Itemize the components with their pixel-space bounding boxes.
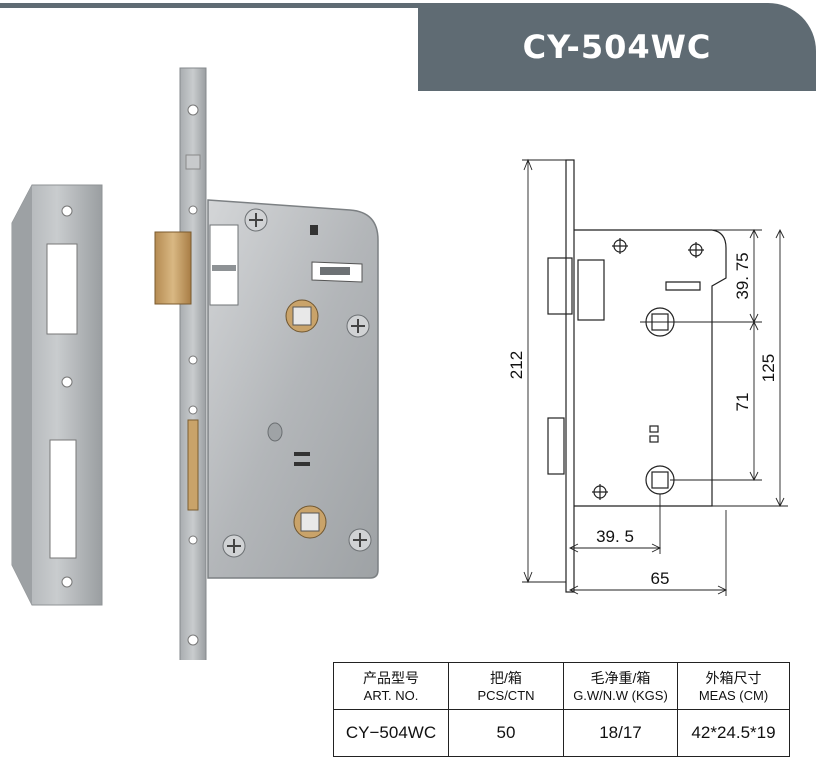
- header-weight: 毛净重/箱 G.W/N.W (KGS): [563, 662, 678, 710]
- product-title: CY-504WC: [522, 28, 712, 66]
- product-photo: [11, 67, 379, 660]
- dim-top-offset: 39. 75: [733, 252, 752, 299]
- latch-bolt: [154, 231, 192, 305]
- cell-meas: 42*24.5*19: [677, 709, 790, 757]
- spec-table: 产品型号 ART. NO. 把/箱 PCS/CTN 毛净重/箱 G.W/N.W …: [333, 662, 790, 757]
- dim-case-depth: 65: [651, 569, 670, 588]
- dim-overall-height: 212: [507, 351, 526, 379]
- lock-case: [207, 199, 379, 579]
- dim-case-height: 125: [759, 354, 778, 382]
- screw-icon: [222, 534, 246, 558]
- header-art-no: 产品型号 ART. NO.: [333, 662, 449, 710]
- header-pcs-ctn: 把/箱 PCS/CTN: [448, 662, 564, 710]
- screw-icon: [244, 208, 268, 232]
- header-rule: [0, 3, 420, 8]
- cell-weight: 18/17: [563, 709, 678, 757]
- cell-art-no: CY−504WC: [333, 709, 449, 757]
- faceplate: [179, 67, 207, 660]
- header-meas: 外箱尺寸 MEAS (CM): [677, 662, 790, 710]
- screw-icon: [346, 314, 370, 338]
- table-header-row: 产品型号 ART. NO. 把/箱 PCS/CTN 毛净重/箱 G.W/N.W …: [333, 662, 790, 710]
- table-row: CY−504WC 50 18/17 42*24.5*19: [333, 709, 790, 757]
- strike-plate: [11, 184, 103, 606]
- screw-icon: [348, 528, 372, 552]
- cell-pcs-ctn: 50: [448, 709, 564, 757]
- title-banner: CY-504WC: [418, 3, 816, 91]
- dim-center-distance: 71: [733, 393, 752, 412]
- dim-backset: 39. 5: [596, 527, 634, 546]
- technical-drawing: 212 39. 75 71 125 39. 5 65: [507, 158, 788, 596]
